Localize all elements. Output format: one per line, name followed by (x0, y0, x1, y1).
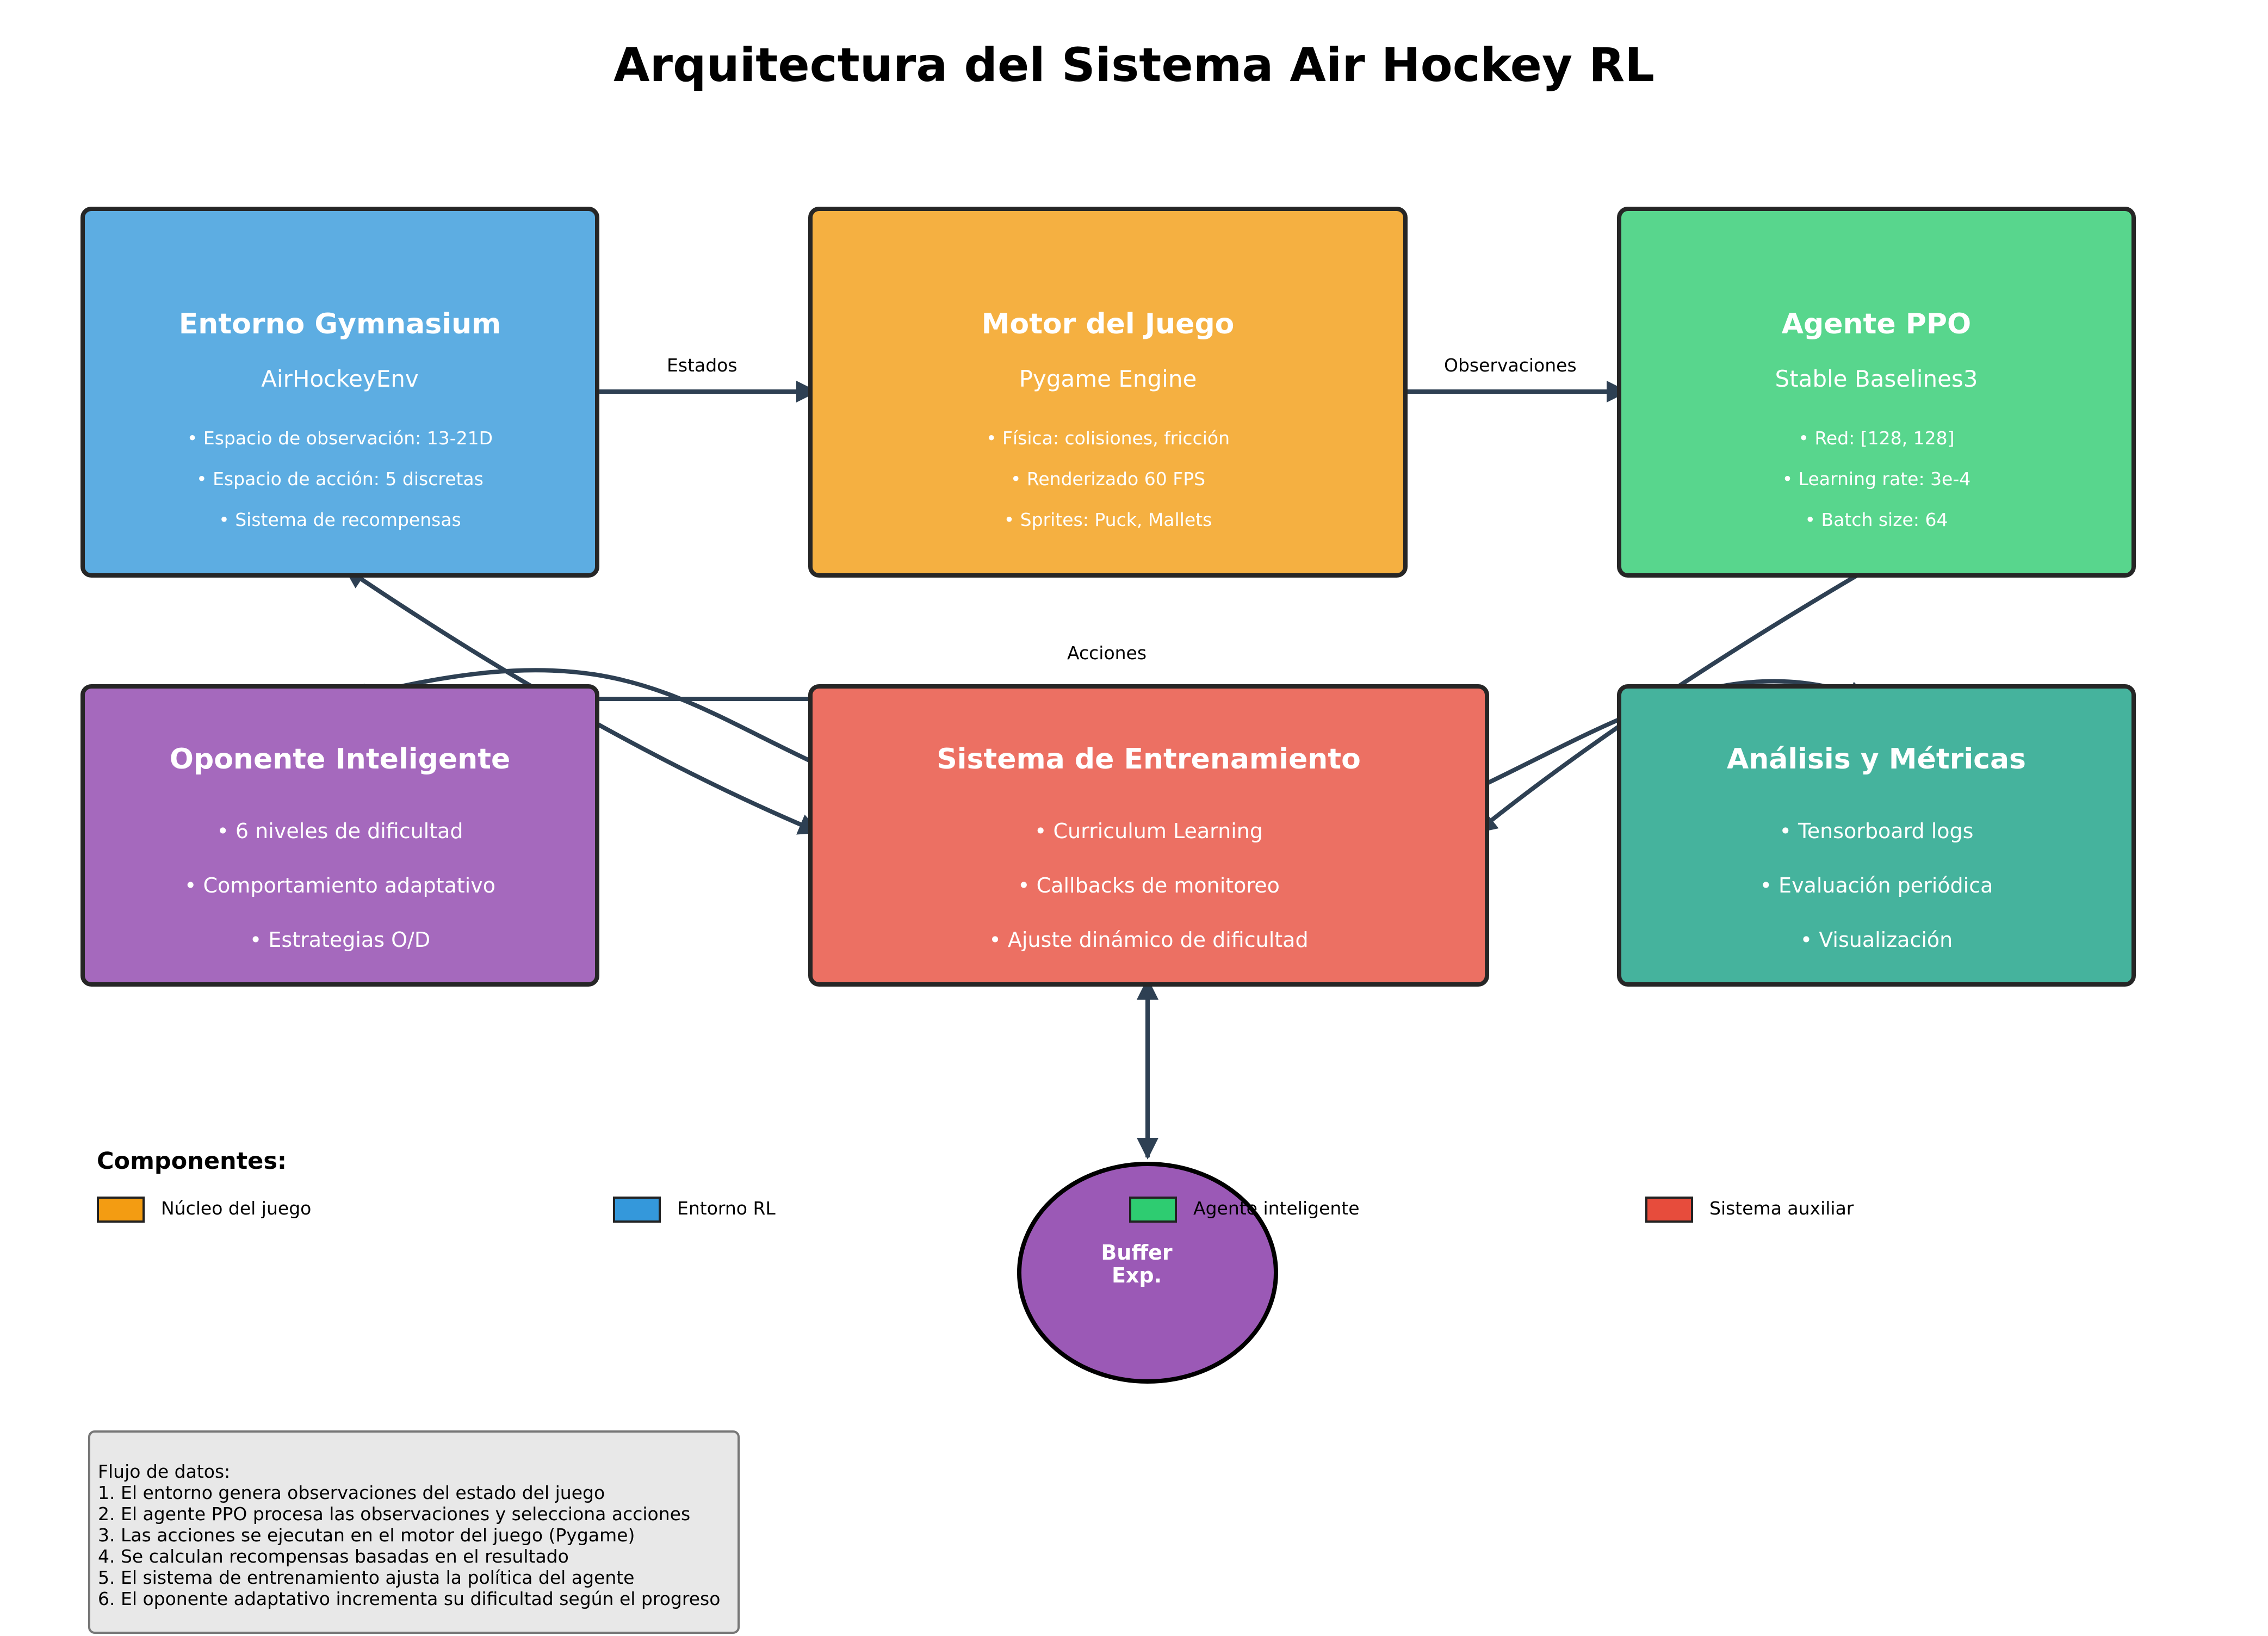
flow-step: 4. Se calculan recompensas basadas en el… (98, 1546, 569, 1567)
legend-label-agente: Agente inteligente (1193, 1198, 1360, 1219)
box-item: • Red: [128, 128] (1798, 427, 1955, 449)
box-sistema-entrenamiento: Sistema de Entrenamiento • Curriculum Le… (808, 684, 1489, 987)
flow-note: Flujo de datos: 1. El entorno genera obs… (88, 1430, 740, 1634)
box-entorno-gymnasium: Entorno Gymnasium AirHockeyEnv • Espacio… (80, 207, 599, 578)
buffer-label-line2: Exp. (1111, 1263, 1162, 1287)
box-item: • Sistema de recompensas (219, 509, 461, 530)
buffer-label: Buffer Exp. (1009, 1241, 1265, 1287)
box-item: • Visualización (1800, 928, 1953, 952)
flow-step: 1. El entorno genera observaciones del e… (98, 1482, 605, 1503)
box-item: • Física: colisiones, fricción (986, 427, 1230, 449)
box-item: • Evaluación periódica (1759, 873, 1993, 897)
label-observaciones: Observaciones (1444, 355, 1577, 376)
box-title: Oponente Inteligente (169, 743, 511, 776)
box-item: • Ajuste dinámico de dificultad (989, 928, 1309, 952)
box-item: • Callbacks de monitoreo (1018, 873, 1280, 897)
box-analisis-metricas: Análisis y Métricas • Tensorboard logs •… (1617, 684, 2136, 987)
box-item: • Learning rate: 3e-4 (1782, 468, 1971, 489)
box-item: • Sprites: Puck, Mallets (1003, 509, 1212, 530)
box-item: • Curriculum Learning (1034, 819, 1263, 843)
box-item: • Renderizado 60 FPS (1010, 468, 1206, 489)
legend-label-nucleo: Núcleo del juego (161, 1198, 312, 1219)
box-item: • Estrategias O/D (249, 928, 431, 952)
legend-swatch-auxiliar (1645, 1197, 1693, 1223)
flow-title: Flujo de datos: (98, 1461, 231, 1482)
legend-swatch-nucleo (97, 1197, 145, 1223)
label-acciones: Acciones (1067, 642, 1147, 664)
legend-swatch-agente (1129, 1197, 1177, 1223)
box-motor-del-juego: Motor del Juego Pygame Engine • Física: … (808, 207, 1408, 578)
box-oponente-inteligente: Oponente Inteligente • 6 niveles de difi… (80, 684, 599, 987)
flow-step: 3. Las acciones se ejecutan en el motor … (98, 1525, 635, 1546)
box-subtitle: Stable Baselines3 (1775, 365, 1978, 392)
box-title: Agente PPO (1781, 308, 1972, 340)
legend-label-auxiliar: Sistema auxiliar (1709, 1198, 1854, 1219)
box-item: • Espacio de observación: 13-21D (187, 427, 493, 449)
box-title: Motor del Juego (981, 308, 1235, 340)
buffer-node (1017, 1162, 1278, 1384)
legend-title: Componentes: (97, 1148, 287, 1175)
box-subtitle: AirHockeyEnv (261, 365, 419, 392)
box-subtitle: Pygame Engine (1019, 365, 1197, 392)
box-item: • 6 niveles de dificultad (216, 819, 463, 843)
box-title: Entorno Gymnasium (178, 308, 501, 340)
flow-step: 5. El sistema de entrenamiento ajusta la… (98, 1567, 635, 1588)
flow-step: 6. El oponente adaptativo incrementa su … (98, 1588, 721, 1609)
box-title: Análisis y Métricas (1726, 743, 2027, 776)
legend-label-entorno: Entorno RL (677, 1198, 776, 1219)
diagram-title: Arquitectura del Sistema Air Hockey RL (614, 38, 1654, 92)
box-item: • Batch size: 64 (1805, 509, 1948, 530)
box-agente-ppo: Agente PPO Stable Baselines3 • Red: [128… (1617, 207, 2136, 578)
flow-step: 2. El agente PPO procesa las observacion… (98, 1503, 691, 1525)
box-title: Sistema de Entrenamiento (937, 743, 1361, 776)
label-estados: Estados (667, 355, 738, 376)
box-item: • Tensorboard logs (1779, 819, 1974, 843)
legend-swatch-entorno (613, 1197, 661, 1223)
box-item: • Espacio de acción: 5 discretas (196, 468, 484, 489)
buffer-label-line1: Buffer (1101, 1241, 1173, 1265)
box-item: • Comportamiento adaptativo (184, 873, 495, 897)
